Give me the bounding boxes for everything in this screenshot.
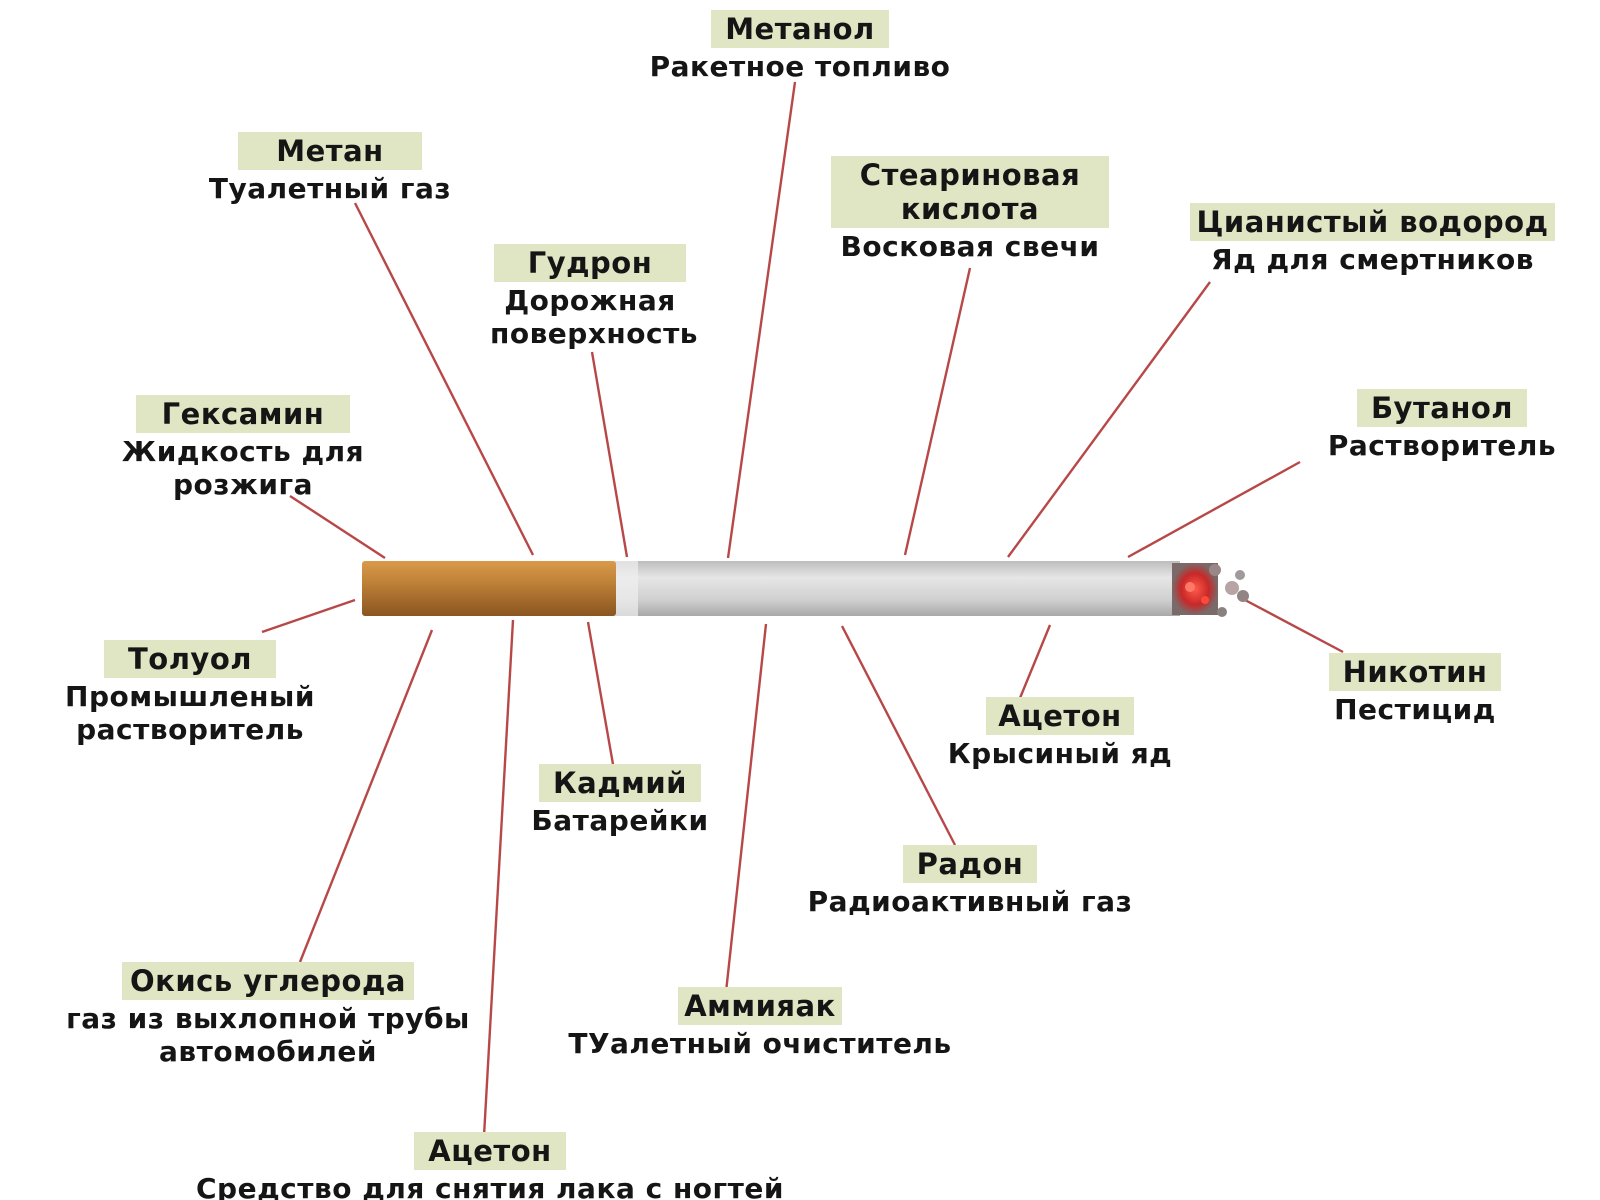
leader-line-aceton2 <box>482 619 515 1137</box>
label-toluol: Толуол Промышленый растворитель <box>30 640 350 746</box>
substance-use: Батарейки <box>531 804 709 837</box>
substance-use: Яд для смертников <box>1211 243 1534 276</box>
substance-use: Радиоактивный газ <box>807 885 1133 918</box>
leader-line-hcn <box>1007 281 1211 558</box>
substance-use: Растворитель <box>1327 429 1557 462</box>
substance-tag: Кадмий <box>538 764 702 802</box>
filter-icon <box>362 561 616 616</box>
leader-line-metanol <box>726 81 797 559</box>
leader-line-co <box>298 629 434 963</box>
leader-line-metan <box>353 202 535 556</box>
leader-line-kadmiy <box>586 621 616 771</box>
leader-line-aceton1 <box>1018 624 1052 699</box>
label-stearic: Стеариновая кислота Восковая свечи <box>800 156 1140 263</box>
substance-use: Ракетное топливо <box>649 50 951 83</box>
substance-use: ТУалетный очиститель <box>568 1027 952 1060</box>
label-radon: Радон Радиоактивный газ <box>805 845 1135 918</box>
substance-tag: Ацетон <box>414 1132 566 1170</box>
substance-tag: Бутанол <box>1356 389 1528 427</box>
substance-use: Средство для снятия лака с ногтей <box>195 1172 784 1200</box>
substance-tag: Гексамин <box>135 395 351 433</box>
substance-tag: Окись углерода <box>122 962 414 1000</box>
substance-tag: Радон <box>902 845 1038 883</box>
substance-tag: Ацетон <box>986 697 1134 735</box>
leader-line-radon <box>840 625 957 846</box>
label-nikotin: Никотин Пестицид <box>1300 653 1530 726</box>
substance-tag: Толуол <box>103 640 276 678</box>
leader-line-toluol <box>261 598 356 634</box>
label-gudron: Гудрон Дорожная поверхность <box>455 244 725 350</box>
leader-line-stearic <box>903 267 972 556</box>
substance-use: Крысиный яд <box>947 737 1173 770</box>
label-metanol: Метанол Ракетное топливо <box>600 10 1000 83</box>
label-ammiak: Аммияак ТУалетный очиститель <box>520 987 1000 1060</box>
substance-use: Жидкость для розжига <box>121 435 365 501</box>
substance-tag: Стеариновая кислота <box>831 156 1109 228</box>
label-metan: Метан Туалетный газ <box>175 132 485 205</box>
paper-seam <box>614 561 638 616</box>
leader-line-butanol <box>1127 460 1301 559</box>
cigarette <box>362 561 1249 617</box>
label-kadmiy: Кадмий Батарейки <box>505 764 735 837</box>
leader-line-nikotin <box>1244 598 1344 654</box>
substance-use: газ из выхлопной трубы автомобилей <box>66 1002 470 1068</box>
label-hcn: Цианистый водород Яд для смертников <box>1155 203 1590 276</box>
substance-use: Дорожная поверхность <box>490 284 699 350</box>
label-aceton1: Ацетон Крысиный яд <box>920 697 1200 770</box>
substance-tag: Метан <box>238 132 422 170</box>
substance-tag: Цианистый водород <box>1190 203 1555 241</box>
ember-icon <box>1172 563 1249 617</box>
label-geksamin: Гексамин Жидкость для розжига <box>88 395 398 501</box>
label-co: Окись углерода газ из выхлопной трубы ав… <box>48 962 488 1068</box>
substance-tag: Гудрон <box>493 244 687 282</box>
substance-use: Туалетный газ <box>208 172 452 205</box>
substance-tag: Метанол <box>711 10 889 48</box>
substance-use: Восковая свечи <box>840 230 1100 263</box>
leader-line-geksamin <box>289 494 386 560</box>
leader-line-gudron <box>590 351 629 558</box>
substance-tag: Никотин <box>1328 653 1502 691</box>
label-butanol: Бутанол Растворитель <box>1292 389 1592 462</box>
paper-icon <box>614 561 1180 616</box>
substance-use: Промышленый растворитель <box>65 680 315 746</box>
substance-tag: Аммияак <box>678 987 842 1025</box>
leader-line-ammiak <box>724 623 768 993</box>
substance-use: Пестицид <box>1334 693 1496 726</box>
label-aceton2: Ацетон Средство для снятия лака с ногтей <box>90 1132 890 1200</box>
